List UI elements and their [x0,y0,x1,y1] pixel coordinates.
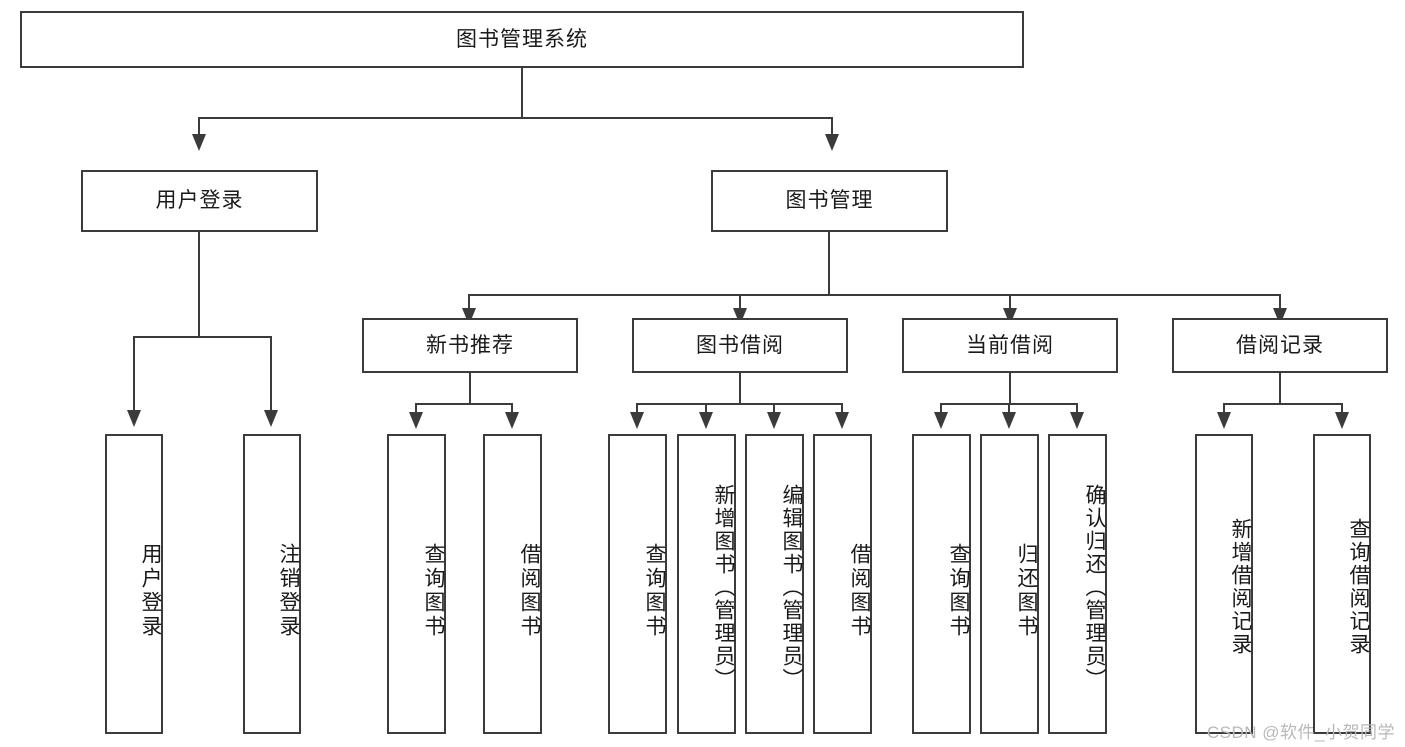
node-label: 图书借阅 [696,333,784,357]
leaf-query-book-current[interactable]: 查询图书 [912,434,971,734]
node-label: 图书管理系统 [456,27,588,51]
arrowhead-to-leaf-borrow-book-a [505,412,519,429]
leaf-logout[interactable]: 注销登录 [243,434,301,734]
arrowhead-to-leaf-confirm-return [1070,412,1084,429]
node-label: 编辑图书（管理员） [780,483,803,691]
connector-borrowrecord-drop-2 [1341,403,1343,414]
connector-bookmgmt-drop-4 [1279,294,1281,310]
connector-bookborrow-bus [636,403,842,405]
node-book-management[interactable]: 图书管理 [711,170,948,232]
leaf-add-book-admin[interactable]: 新增图书（管理员） [677,434,736,734]
connector-root-drop-1 [198,117,200,136]
node-label: 新增借阅记录 [1229,518,1252,656]
node-label: 查询借阅记录 [1347,518,1370,656]
connector-newbook-stem [469,373,471,405]
node-book-borrow[interactable]: 图书借阅 [632,318,848,373]
connector-currentborrow-drop-2 [1008,403,1010,414]
leaf-confirm-return-admin[interactable]: 确认归还（管理员） [1048,434,1107,734]
node-label: 归还图书 [1015,543,1038,639]
node-label: 借阅图书 [518,543,541,639]
connector-userlogin-stem [198,232,200,338]
node-label: 注销登录 [277,543,300,639]
connector-newbook-bus [415,403,513,405]
node-borrow-record[interactable]: 借阅记录 [1172,318,1388,373]
leaf-query-book-borrow[interactable]: 查询图书 [608,434,667,734]
leaf-edit-book-admin[interactable]: 编辑图书（管理员） [745,434,804,734]
connector-bookborrow-drop-4 [841,403,843,414]
arrowhead-to-leaf-edit-book [767,412,781,429]
arrowhead-to-leaf-query-book-b [630,412,644,429]
connector-userlogin-drop-1 [133,336,135,412]
connector-borrowrecord-drop-1 [1223,403,1225,414]
node-label: 查询图书 [947,543,970,639]
node-user-login[interactable]: 用户登录 [81,170,318,232]
node-label: 用户登录 [139,543,162,639]
connector-borrowrecord-bus [1223,403,1342,405]
connector-currentborrow-drop-1 [940,403,942,414]
leaf-borrow-book-borrow[interactable]: 借阅图书 [813,434,872,734]
connector-bookmgmt-drop-3 [1009,294,1011,310]
connector-bookmgmt-drop-2 [739,294,741,310]
node-new-book-recommendation[interactable]: 新书推荐 [362,318,578,373]
leaf-query-borrow-record[interactable]: 查询借阅记录 [1313,434,1371,734]
connector-borrowrecord-stem [1279,373,1281,405]
arrowhead-to-leaf-query-book-a [409,412,423,429]
node-label: 查询图书 [643,543,666,639]
leaf-borrow-book-newbook[interactable]: 借阅图书 [483,434,542,734]
arrowhead-to-leaf-query-record [1335,412,1349,429]
arrowhead-to-leaf-add-book [699,412,713,429]
arrowhead-to-leaf-query-book-c [934,412,948,429]
connector-bookmgmt-bus [468,294,1280,296]
leaf-user-login[interactable]: 用户登录 [105,434,163,734]
node-label: 借阅图书 [848,543,871,639]
connector-bookborrow-stem [739,373,741,405]
csdn-watermark: CSDN @软件_小贺同学 [1206,723,1395,742]
node-root-system[interactable]: 图书管理系统 [20,11,1024,68]
connector-root-drop-2 [831,117,833,136]
arrowhead-to-leaf-add-record [1217,412,1231,429]
connector-currentborrow-drop-3 [1076,403,1078,414]
connector-newbook-drop-2 [511,403,513,414]
node-label: 新增图书（管理员） [712,483,735,691]
node-label: 新书推荐 [426,333,514,357]
connector-userlogin-bus [133,336,272,338]
node-label: 用户登录 [155,189,244,213]
arrowhead-to-leaf-user-login [127,410,141,427]
connector-bookborrow-drop-3 [773,403,775,414]
leaf-add-borrow-record[interactable]: 新增借阅记录 [1195,434,1253,734]
connector-userlogin-drop-2 [270,336,272,412]
node-current-borrow[interactable]: 当前借阅 [902,318,1118,373]
arrowhead-to-leaf-return-book [1002,412,1016,429]
node-label: 当前借阅 [966,333,1054,357]
connector-bookmgmt-drop-1 [468,294,470,310]
arrowhead-to-user-login [192,134,206,151]
node-label: 借阅记录 [1236,333,1324,357]
arrowhead-to-book-mgmt [825,134,839,151]
arrowhead-to-leaf-logout [264,410,278,427]
connector-bookmgmt-stem [828,232,830,296]
connector-root-bus [198,117,833,119]
connector-bookborrow-drop-2 [705,403,707,414]
connector-bookborrow-drop-1 [636,403,638,414]
arrowhead-to-leaf-borrow-book-b [835,412,849,429]
leaf-query-book-newbook[interactable]: 查询图书 [387,434,446,734]
node-label: 查询图书 [422,543,445,639]
connector-newbook-drop-1 [415,403,417,414]
connector-currentborrow-stem [1009,373,1011,405]
node-label: 图书管理 [785,189,874,213]
connector-root-stem [521,68,523,118]
leaf-return-book[interactable]: 归还图书 [980,434,1039,734]
node-label: 确认归还（管理员） [1083,483,1106,691]
